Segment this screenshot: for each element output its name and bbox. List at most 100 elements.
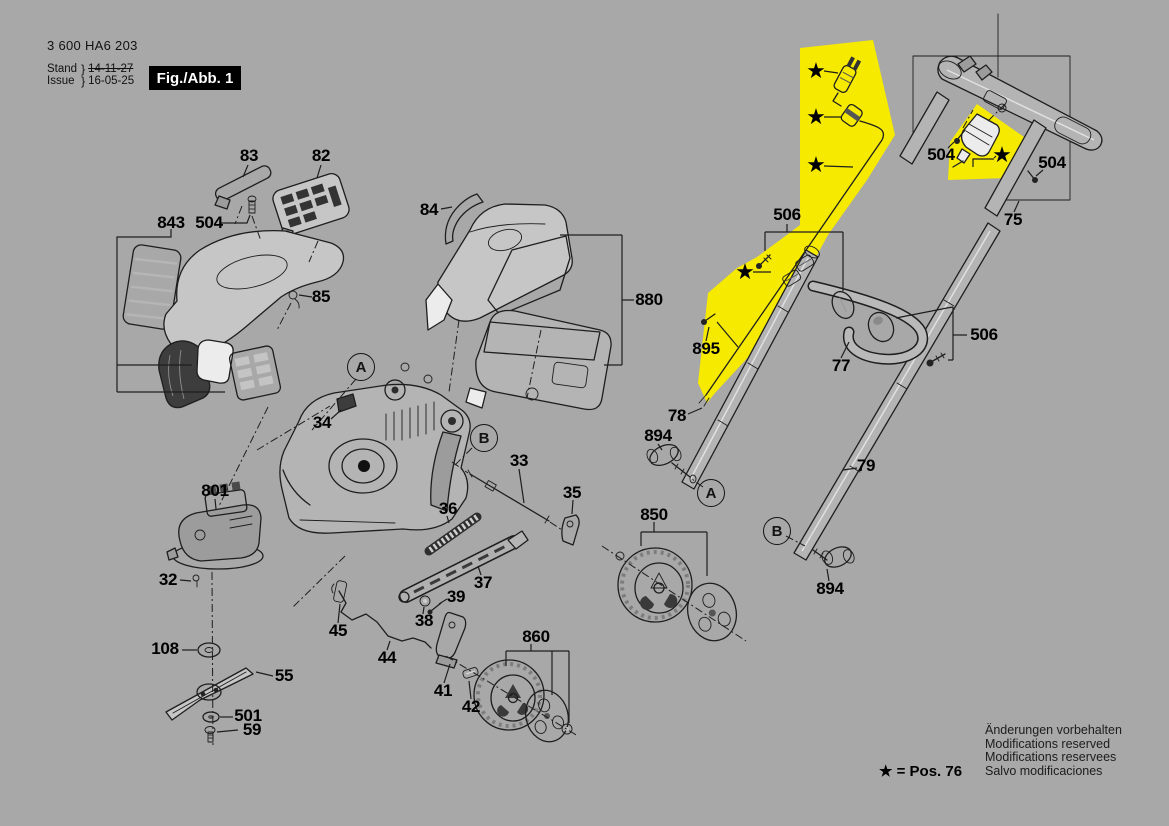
part-label-33: 33: [509, 451, 529, 470]
bushing-42: [462, 667, 479, 679]
part-label-82: 82: [311, 146, 331, 165]
part-label-38: 38: [414, 611, 434, 630]
part-label-894: 894: [644, 426, 672, 445]
cable-assembly: [698, 56, 885, 407]
part-label-504: 504: [195, 213, 223, 232]
grille-strip-83: [214, 165, 272, 210]
note-es: Salvo modificaciones: [985, 763, 1103, 778]
note-en: Modifications reserved: [985, 736, 1111, 751]
motor-housing-843: [122, 230, 345, 409]
part-label-39: 39: [446, 587, 466, 606]
cable-plug: [833, 56, 862, 94]
part-label-45: 45: [328, 621, 348, 640]
part-label-108: 108: [151, 639, 179, 658]
brace-glyph: }: [81, 74, 86, 88]
ref-circle-A: A: [347, 353, 375, 381]
part-label-894: 894: [816, 579, 844, 598]
upper-handle-box: [912, 13, 1071, 201]
ref-circle-A: A: [697, 479, 725, 507]
modification-notes: Änderungen vorbehalten Modifications res…: [985, 723, 1122, 778]
part-label-42: 42: [461, 697, 481, 716]
wheel-850: [615, 547, 693, 623]
cable-guide-cup: [952, 113, 1000, 168]
cable-knob: [867, 311, 895, 343]
type-number: 3 600 HA6 203: [47, 38, 138, 53]
cable-grommet: [831, 290, 855, 320]
part-label-78: 78: [667, 406, 687, 425]
clip-45: [331, 580, 348, 603]
part-label-44: 44: [377, 648, 397, 667]
axle-rod-33: [467, 469, 550, 524]
screw-506-right: [926, 352, 946, 367]
ref-circle-B: B: [470, 424, 498, 452]
part-label-83: 83: [239, 146, 259, 165]
part-label-895: 895: [692, 339, 720, 358]
mower-deck: [279, 362, 471, 534]
vent-cover-82: [272, 173, 350, 240]
part-label-36: 36: [438, 499, 458, 518]
part-label-55: 55: [274, 666, 294, 685]
part-label-506: 506: [970, 325, 998, 344]
assembly-lines: [211, 103, 1006, 749]
part-label-801: 801: [201, 481, 229, 500]
bracket-35: [561, 514, 580, 546]
side-handle-84: [444, 193, 484, 245]
screw-504-handle-right: [1027, 170, 1038, 183]
part-label-34: 34: [312, 413, 332, 432]
ref-circle-B: B: [763, 517, 791, 545]
stand-date-superseded: 14-11-27: [88, 63, 134, 75]
drawing-header: 3 600 HA6 203 Stand Issue } } 14-11-27 1…: [47, 38, 138, 87]
screw-504-left: [247, 195, 257, 214]
hubcap-850: [686, 582, 738, 642]
part-label-501: 501: [234, 706, 262, 725]
nut-38: [419, 595, 431, 607]
star-marker: ★: [806, 104, 826, 129]
part-label-41: 41: [433, 681, 453, 700]
part-label-59: 59: [242, 720, 262, 739]
wing-knob-894-right: [812, 546, 855, 568]
screw-506-top: [756, 254, 772, 269]
motor-801: [166, 481, 264, 570]
lower-handle-tube-78: [681, 245, 820, 490]
part-label-860: 860: [522, 627, 550, 646]
handle-loop-77: [807, 280, 929, 365]
part-label-843: 843: [157, 213, 185, 232]
star-legend: ★ = Pos. 76: [879, 763, 963, 780]
screw-85: [288, 290, 300, 309]
star-marker: ★: [735, 259, 755, 284]
note-de: Änderungen vorbehalten: [985, 723, 1122, 737]
part-label-32: 32: [158, 570, 178, 589]
wheel-860: [473, 659, 545, 731]
cable-clamp: [840, 103, 863, 127]
star-marker: ★: [992, 142, 1012, 167]
blade-55: [165, 667, 254, 721]
hubcap-860: [524, 689, 570, 743]
screw-32: [192, 574, 200, 588]
figure-badge: Fig./Abb. 1: [149, 66, 241, 90]
issue-date: 16-05-25: [88, 75, 135, 87]
revision-block: Stand Issue } } 14-11-27 16-05-25: [47, 63, 138, 87]
part-label-84: 84: [419, 200, 439, 219]
part-label-37: 37: [473, 573, 493, 592]
part-label-77: 77: [831, 356, 851, 375]
part-label-850: 850: [640, 505, 668, 524]
star-marker: ★: [806, 58, 826, 83]
part-label-75: 75: [1003, 210, 1023, 229]
stand-label: Stand: [47, 63, 78, 75]
nut-860: [561, 723, 573, 735]
washer-108: [197, 642, 221, 658]
part-label-880: 880: [635, 290, 663, 309]
brace-glyph: }: [81, 62, 86, 76]
part-label-506: 506: [773, 205, 801, 224]
spring-36: [424, 512, 482, 556]
leader-lines: [116, 70, 1044, 733]
part-label-504: 504: [927, 145, 955, 164]
part-label-85: 85: [311, 287, 331, 306]
cable-clips: [782, 254, 815, 287]
issue-label: Issue: [47, 75, 75, 87]
pin-895: [701, 313, 716, 325]
upper-handle-75: [899, 55, 1103, 217]
